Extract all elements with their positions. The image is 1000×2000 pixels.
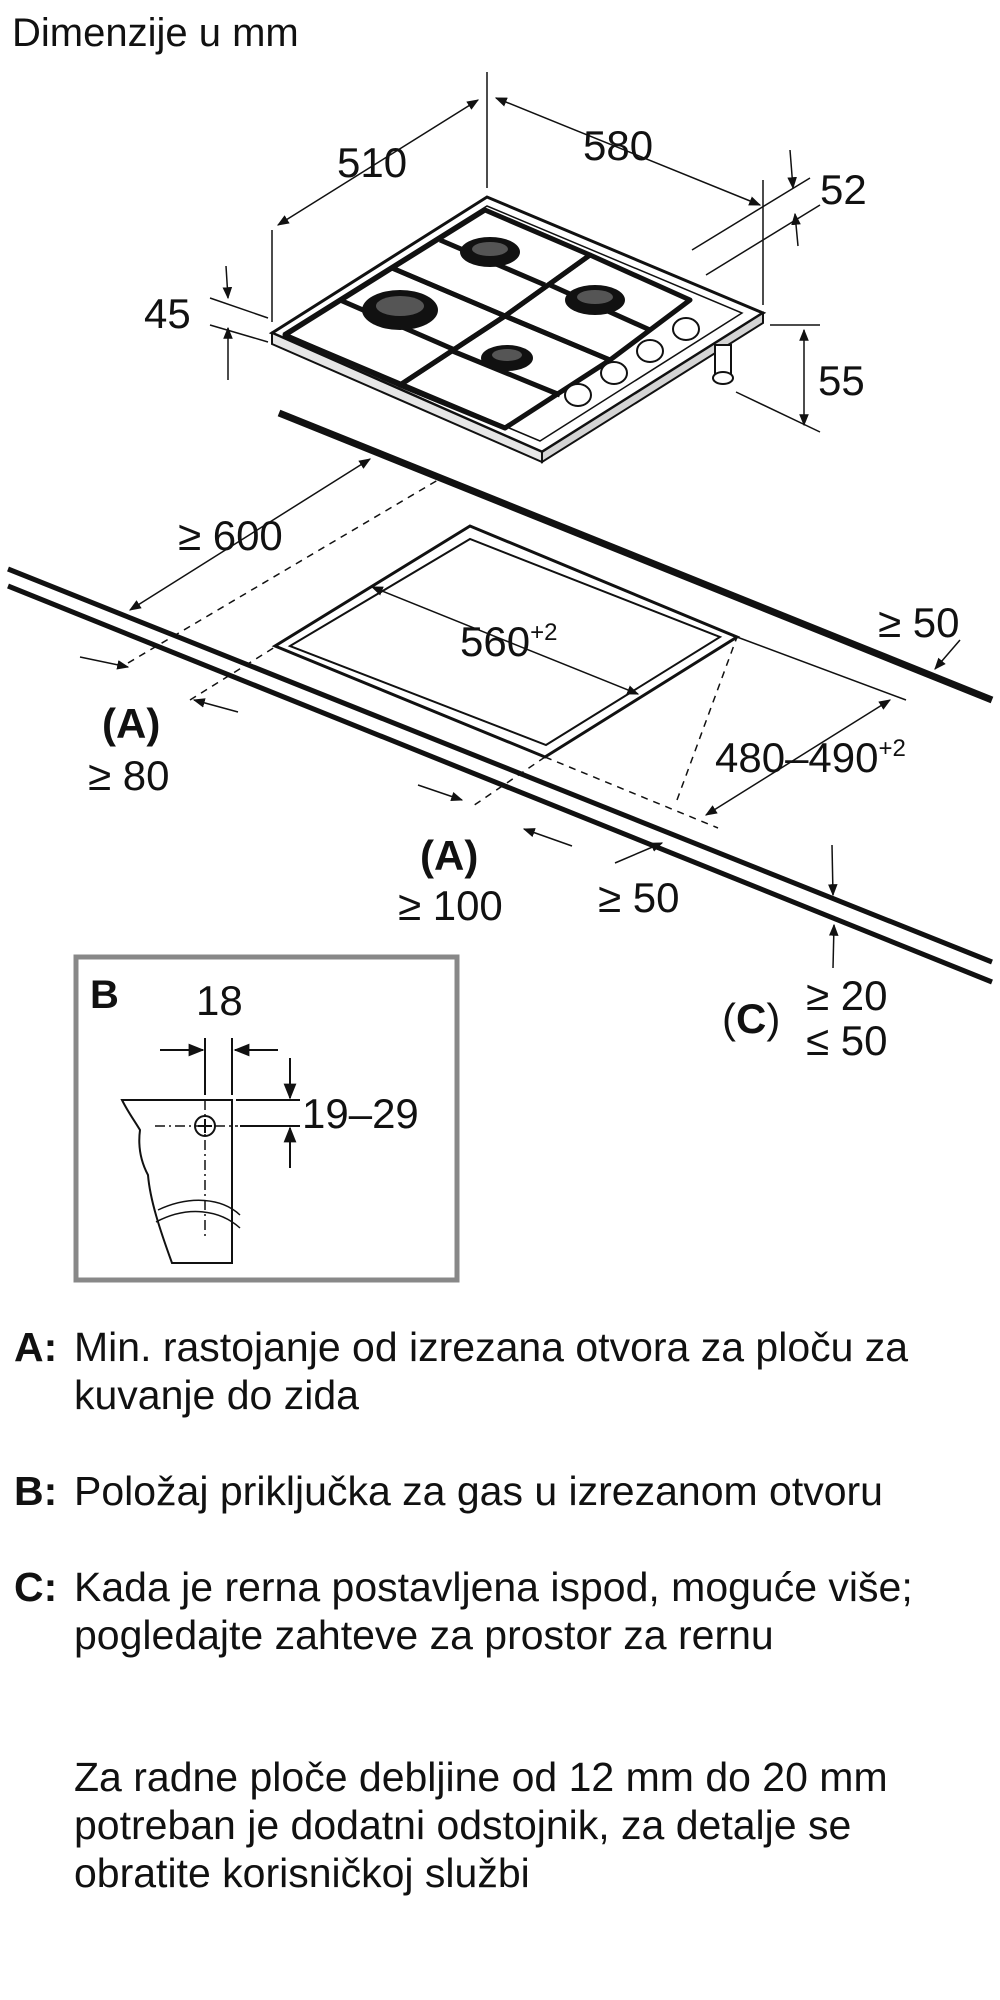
dim-cutout-depth-label: 480–490+2 (715, 734, 906, 781)
legend-key: C: (14, 1564, 58, 1610)
dim-front-a-label: (A) (420, 832, 478, 879)
legend-key: A: (14, 1324, 58, 1370)
detail-b-height-label: 19–29 (302, 1090, 419, 1137)
detail-b-label: B (90, 973, 119, 1017)
worktop-dimension-lines (79, 458, 961, 969)
hob-drawing (268, 195, 767, 464)
dim-rear-offset-label: 52 (820, 166, 867, 213)
control-knobs (564, 317, 700, 407)
dim-width-label: 580 (583, 122, 653, 169)
legend-item-c: C: Kada je rerna postavljena ispod, mogu… (14, 1563, 974, 1659)
dim-side-a-label: (A) (102, 700, 160, 747)
legend-text: Položaj priključka za gas u izrezanom ot… (74, 1468, 883, 1514)
dim-right-wall-label: ≥ 50 (878, 599, 959, 646)
legend-text: Min. rastojanje od izrezana otvora za pl… (74, 1324, 909, 1418)
worktop-front-edge-bottom (7, 583, 993, 985)
burners (362, 237, 625, 371)
dim-connector-height-label: 55 (818, 357, 865, 404)
dim-c-min: ≥ 20 (806, 972, 887, 1019)
legend-text: Kada je rerna postavljena ispod, moguće … (74, 1564, 913, 1658)
worktop-front-edge-top (7, 566, 993, 965)
dim-wall-distance-label: ≥ 600 (178, 512, 283, 559)
dim-support-height-label: 45 (144, 290, 191, 337)
hob-dimension-lines (209, 72, 821, 433)
detail-b-box: B 18 19–29 (73, 954, 460, 1283)
legend-item-a: A: Min. rastojanje od izrezana otvora za… (14, 1323, 974, 1419)
detail-b-width-label: 18 (196, 977, 243, 1024)
dim-c-label: (C) (722, 995, 780, 1042)
dim-depth-label: 510 (337, 139, 407, 186)
dim-cutout-width-label: 560+2 (460, 618, 557, 665)
dim-front-edge-label: ≥ 50 (598, 874, 679, 921)
dim-side-a-value: ≥ 80 (88, 752, 169, 799)
dim-front-a-value: ≥ 100 (398, 882, 503, 929)
legend-note: Za radne ploče debljine od 12 mm do 20 m… (74, 1754, 888, 1896)
legend-key: B: (14, 1468, 58, 1514)
hob-side-edge (541, 311, 764, 464)
rear-wall-edge (277, 409, 994, 704)
diagram-title: Dimenzije u mm (12, 11, 299, 55)
dim-c-max: ≤ 50 (806, 1017, 887, 1064)
gas-connector (712, 344, 734, 385)
legend-item-b: B: Položaj priključka za gas u izrezanom… (14, 1467, 974, 1515)
